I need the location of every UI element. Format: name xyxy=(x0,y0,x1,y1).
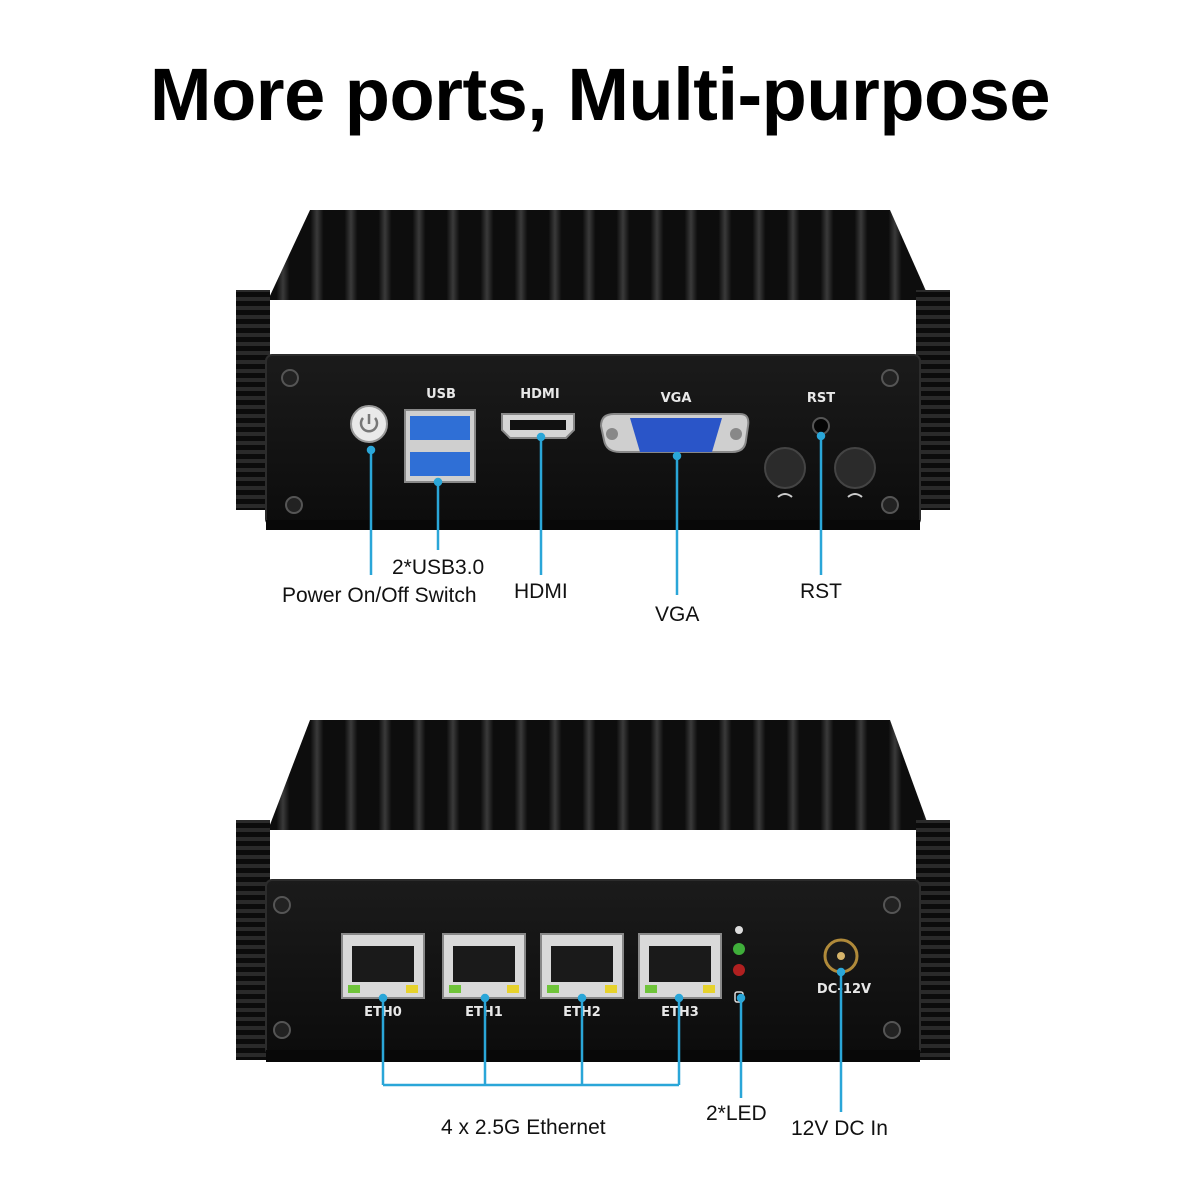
top-right-side-ribs xyxy=(916,290,950,510)
panel-label-hdmi: HDMI xyxy=(520,387,559,402)
callout-dc-in: 12V DC In xyxy=(791,1117,888,1140)
usb-port-icon xyxy=(410,452,470,476)
ethernet-port-eth1 xyxy=(442,933,526,999)
light-icon xyxy=(735,926,743,934)
bottom-left-side-ribs xyxy=(236,820,270,1060)
reset-button-icon xyxy=(812,417,830,435)
screw-icon xyxy=(273,896,291,914)
screw-icon xyxy=(881,496,899,514)
bottom-right-side-ribs xyxy=(916,820,950,1060)
ethernet-port-eth3 xyxy=(638,933,722,999)
screw-icon xyxy=(883,896,901,914)
led-green-icon xyxy=(733,943,745,955)
screw-icon xyxy=(883,1021,901,1039)
top-left-side-ribs xyxy=(236,290,270,510)
bottom-heatsink-fins xyxy=(268,720,930,830)
bottom-callout-lines xyxy=(378,967,846,1112)
ethernet-port-eth0 xyxy=(341,933,425,999)
led-red-icon xyxy=(733,964,745,976)
vga-port-icon xyxy=(630,418,722,452)
antenna-mount-icon xyxy=(834,447,876,489)
callout-usb: 2*USB3.0 xyxy=(392,556,485,579)
callout-led: 2*LED xyxy=(706,1102,767,1125)
panel-label-dc: DC-12V xyxy=(817,982,871,997)
callout-vga: VGA xyxy=(655,603,700,626)
wifi-icon xyxy=(847,493,863,498)
panel-label-vga: VGA xyxy=(661,391,692,406)
screw-icon xyxy=(273,1021,291,1039)
callout-rst: RST xyxy=(800,580,842,603)
callout-power-switch: Power On/Off Switch xyxy=(282,584,477,607)
callout-hdmi: HDMI xyxy=(514,580,568,603)
wifi-icon xyxy=(777,493,793,498)
top-heatsink-fins xyxy=(268,210,930,300)
top-device: USB HDMI VGA RST xyxy=(236,210,950,595)
panel-label-rst: RST xyxy=(807,391,835,406)
ethernet-port-eth2 xyxy=(540,933,624,999)
antenna-mount-icon xyxy=(764,447,806,489)
screw-icon xyxy=(281,369,299,387)
usb-port-icon xyxy=(410,416,470,440)
panel-label-usb: USB xyxy=(426,387,456,402)
screw-icon xyxy=(881,369,899,387)
screw-icon xyxy=(285,496,303,514)
bottom-device: ETH0 ETH1 ETH2 ETH3 DC-12V xyxy=(236,720,950,1112)
page-title: More ports, Multi-purpose xyxy=(149,53,1051,136)
callout-ethernet: 4 x 2.5G Ethernet xyxy=(441,1116,606,1139)
top-callout-lines xyxy=(366,431,826,595)
